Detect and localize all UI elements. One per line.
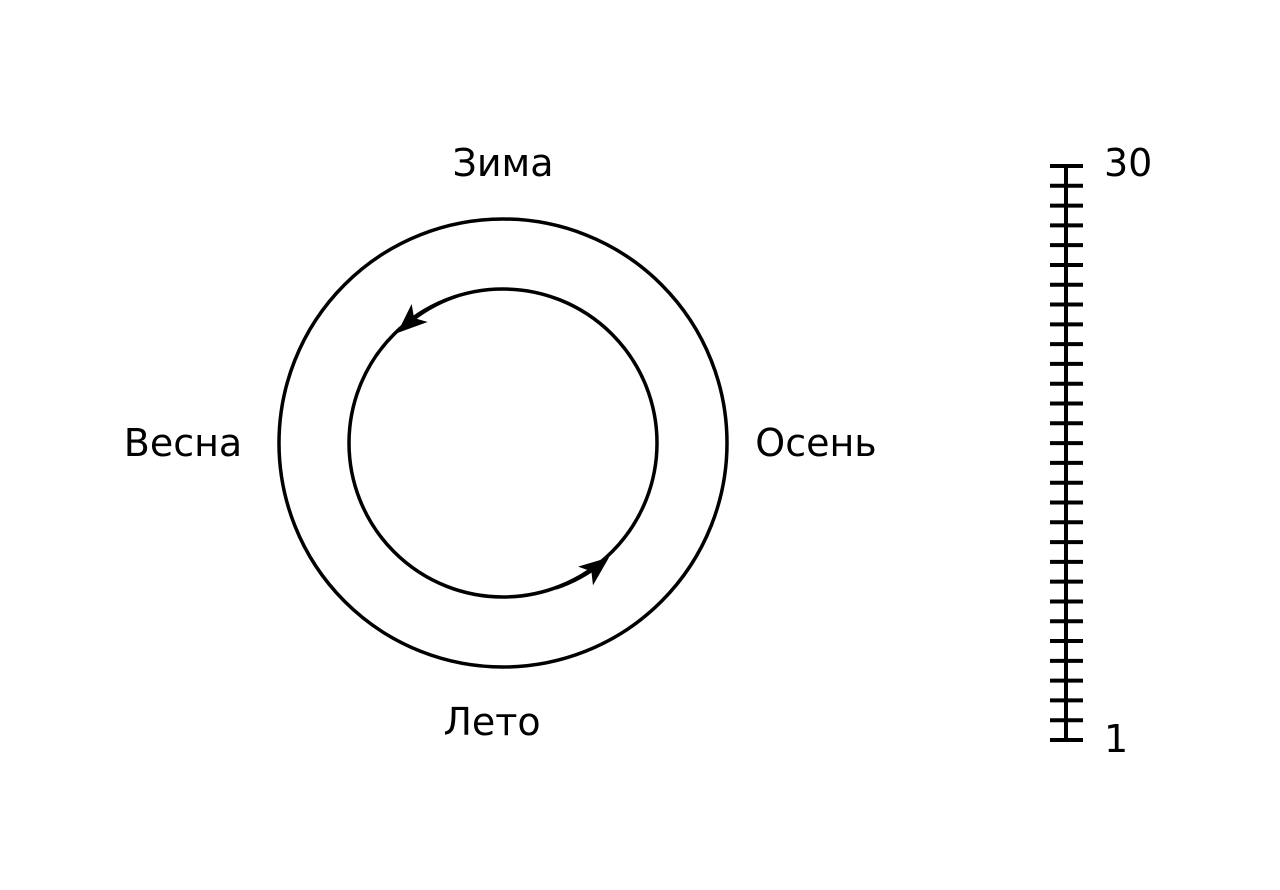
season-label-left: Весна <box>124 421 242 465</box>
season-label-right: Осень <box>755 421 876 465</box>
arrow-upper-left-icon <box>397 294 458 334</box>
arrow-lower-right-icon <box>555 557 610 590</box>
scale-max-label: 30 <box>1104 141 1152 185</box>
scale-min-label: 1 <box>1104 717 1128 761</box>
season-label-bottom: Лето <box>443 700 540 744</box>
vertical-scale <box>1050 164 1083 742</box>
outer-circle <box>277 217 729 669</box>
inner-circle <box>347 287 659 599</box>
season-label-top: Зима <box>452 141 553 185</box>
